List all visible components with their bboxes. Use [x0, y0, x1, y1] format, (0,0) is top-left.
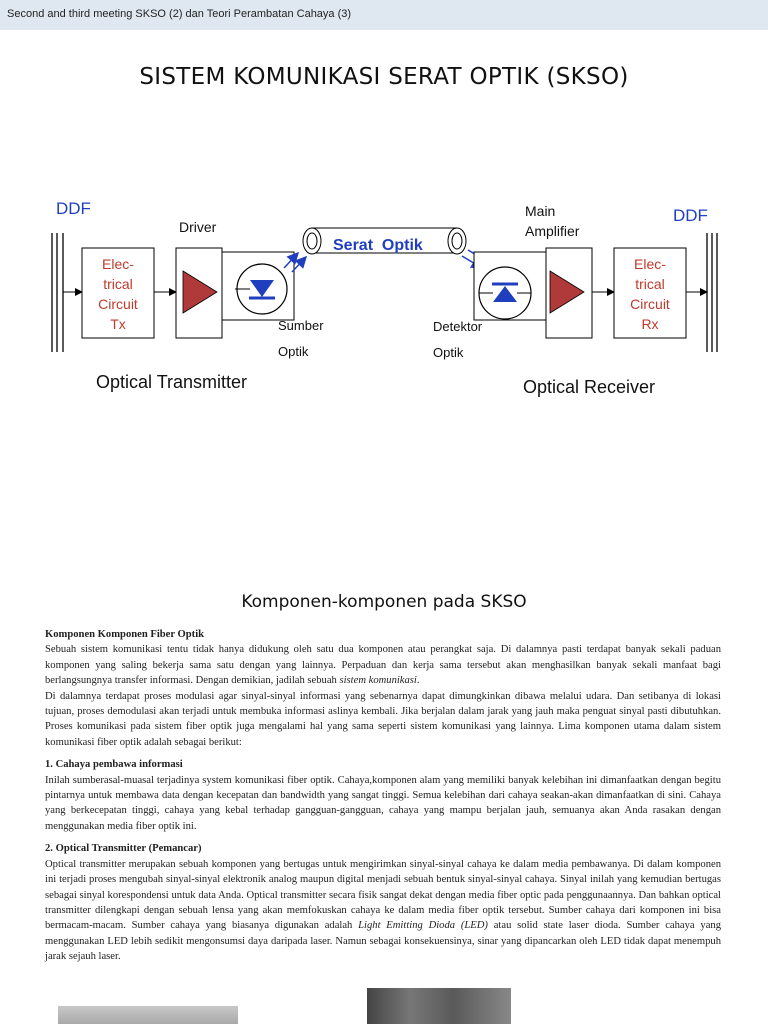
document-header-bar: Second and third meeting SKSO (2) dan Te… [0, 0, 768, 30]
ddf-left-rack [51, 233, 64, 352]
detector-label-line1: Detektor [433, 319, 483, 334]
tx-circuit-line4: Tx [110, 316, 126, 332]
optical-transmitter-caption: Optical Transmitter [96, 372, 247, 392]
optical-fiber-cable [302, 227, 467, 255]
main-amplifier-label-line1: Main [525, 203, 555, 219]
driver-amplifier-triangle [182, 270, 218, 314]
device-photo-left [58, 1006, 238, 1024]
rx-circuit-line4: Rx [641, 316, 658, 332]
rx-electrical-circuit [613, 247, 687, 339]
section-title: Komponen-komponen pada SKSO [241, 592, 527, 612]
source-label-line1: Sumber [278, 318, 324, 333]
driver-label: Driver [179, 219, 217, 235]
section-2-title: 2. Optical Transmitter (Pemancar) [45, 843, 202, 855]
tx-electrical-circuit [81, 247, 155, 339]
fiber-label: Serat Optik [333, 237, 423, 254]
tx-circuit-line3: Circuit [98, 296, 138, 312]
section-1-text: Inilah sumberasal-muasal terjadinya syst… [45, 774, 721, 832]
tx-circuit-line2: trical [103, 276, 133, 292]
rx-circuit-line1: Elec- [634, 256, 666, 272]
ddf-left-label: DDF [56, 199, 91, 218]
main-amplifier-triangle [549, 270, 585, 314]
section-2-text: Optical transmitter merupakan sebuah kom… [45, 858, 721, 963]
device-photo-right [367, 988, 511, 1024]
rx-circuit-line3: Circuit [630, 296, 670, 312]
article-heading: Komponen Komponen Fiber Optik [45, 629, 205, 640]
article-body: Komponen Komponen Fiber Optik Sebuah sis… [45, 627, 721, 965]
rx-circuit-line2: trical [635, 276, 665, 292]
section-1-title: 1. Cahaya pembawa informasi [45, 759, 183, 771]
document-title: Second and third meeting SKSO (2) dan Te… [7, 8, 352, 20]
source-label-line2: Optik [278, 344, 309, 359]
page-title: SISTEM KOMUNIKASI SERAT OPTIK (SKSO) [139, 64, 629, 90]
ddf-right-label: DDF [673, 206, 708, 225]
article-intro-2: Di dalamnya terdapat proses modulasi aga… [45, 690, 721, 748]
detector-label-line2: Optik [433, 345, 464, 360]
optical-receiver-caption: Optical Receiver [523, 377, 655, 397]
main-amplifier-label-line2: Amplifier [525, 223, 580, 239]
article-intro: Sebuah sistem komunikasi tentu tidak han… [45, 644, 721, 687]
ddf-right-rack [706, 233, 718, 352]
tx-circuit-line1: Elec- [102, 256, 134, 272]
skso-block-diagram: DDF DDF Elec- trical Circuit Tx Driver [0, 180, 768, 420]
